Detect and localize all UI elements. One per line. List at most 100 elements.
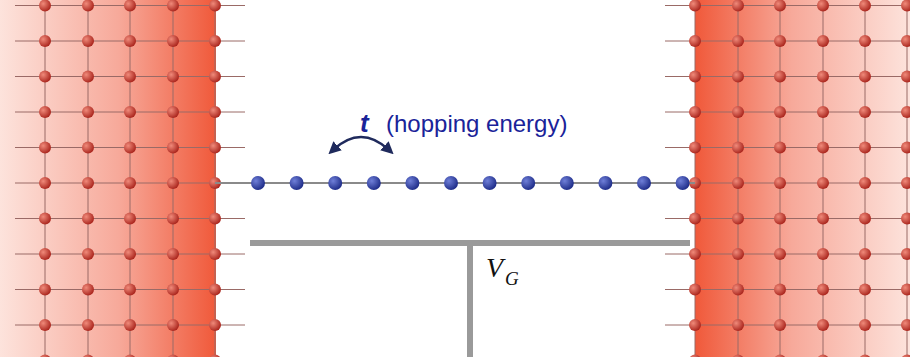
lead-atom — [901, 71, 910, 83]
chain-atom — [251, 176, 265, 190]
lead-atom — [167, 177, 179, 189]
lead-atom — [209, 0, 221, 12]
lattice-bond — [665, 325, 910, 326]
lead-atom — [732, 142, 744, 154]
lead-atom — [39, 142, 51, 154]
lead-atom — [82, 177, 94, 189]
lead-atom — [689, 284, 701, 296]
lead-atom — [732, 248, 744, 260]
hopping-caption: (hopping energy) — [386, 110, 567, 138]
lead-atom — [124, 142, 136, 154]
lead-atom — [39, 248, 51, 260]
lead-atom — [167, 213, 179, 225]
lead-atom — [167, 35, 179, 47]
lead-atom — [209, 35, 221, 47]
chain-atom — [444, 176, 458, 190]
lead-atom — [39, 213, 51, 225]
right-lattice — [665, 0, 910, 357]
lead-atom — [817, 177, 829, 189]
lead-atom — [82, 319, 94, 331]
lead-atom — [167, 106, 179, 118]
lead-atom — [124, 0, 136, 12]
lead-atom — [124, 355, 136, 357]
lead-atom — [817, 248, 829, 260]
lead-atom — [859, 355, 871, 357]
lead-atom — [39, 284, 51, 296]
left-lead — [0, 0, 216, 357]
hopping-arrow — [333, 137, 389, 150]
lead-atom — [39, 355, 51, 357]
lattice-bond — [665, 218, 910, 219]
lead-atom — [124, 248, 136, 260]
lead-atom — [859, 35, 871, 47]
lead-atom — [774, 106, 786, 118]
lead-atom — [167, 319, 179, 331]
chain-atom — [676, 176, 690, 190]
lead-atom — [209, 284, 221, 296]
lead-atom — [817, 106, 829, 118]
lead-atom — [209, 106, 221, 118]
hopping-symbol: t — [360, 108, 369, 139]
lead-atom — [817, 71, 829, 83]
lead-atom — [732, 177, 744, 189]
lead-atom — [689, 248, 701, 260]
lead-atom — [732, 0, 744, 12]
lead-atom — [689, 71, 701, 83]
lead-atom — [689, 355, 701, 357]
lead-atom — [901, 248, 910, 260]
lead-atom — [732, 319, 744, 331]
lead-atom — [774, 355, 786, 357]
lead-atom — [167, 248, 179, 260]
lead-atom — [209, 213, 221, 225]
lead-atom — [817, 319, 829, 331]
lead-atom — [901, 213, 910, 225]
lead-atom — [859, 0, 871, 12]
lattice-bond — [665, 5, 910, 6]
lead-atom — [209, 71, 221, 83]
lead-atom — [39, 106, 51, 118]
lead-atom — [124, 71, 136, 83]
lead-atom — [732, 35, 744, 47]
lattice-bond — [665, 112, 910, 113]
lead-atom — [82, 355, 94, 357]
lead-atom — [82, 284, 94, 296]
lead-atom — [124, 319, 136, 331]
lead-atom — [167, 284, 179, 296]
lattice-bond — [665, 41, 910, 42]
lattice-bond — [665, 147, 910, 148]
lead-atom — [209, 142, 221, 154]
lead-atom — [167, 0, 179, 12]
lead-atom — [774, 0, 786, 12]
lattice-bond — [665, 76, 910, 77]
lead-atom — [817, 355, 829, 357]
lead-atom — [859, 284, 871, 296]
lead-atom — [859, 71, 871, 83]
lattice-bond — [665, 183, 910, 184]
lead-atom — [124, 213, 136, 225]
lead-atom — [209, 319, 221, 331]
atomic-chain — [251, 176, 690, 190]
chain-atom — [483, 176, 497, 190]
lead-atom — [901, 177, 910, 189]
lead-atom — [39, 177, 51, 189]
lead-atom — [901, 319, 910, 331]
lead-atom — [82, 106, 94, 118]
lead-atom — [774, 213, 786, 225]
lead-atom — [82, 71, 94, 83]
lead-atom — [689, 0, 701, 12]
lead-atom — [167, 142, 179, 154]
lead-atom — [901, 106, 910, 118]
lead-atom — [39, 35, 51, 47]
lead-atom — [689, 35, 701, 47]
left-lattice — [15, 0, 245, 357]
lead-atom — [689, 106, 701, 118]
lead-atom — [859, 106, 871, 118]
lead-atom — [859, 177, 871, 189]
lead-atom — [859, 319, 871, 331]
lead-atom — [817, 35, 829, 47]
lead-atom — [39, 0, 51, 12]
lead-atom — [774, 248, 786, 260]
lead-atom — [774, 284, 786, 296]
gate-voltage: V — [486, 252, 503, 284]
